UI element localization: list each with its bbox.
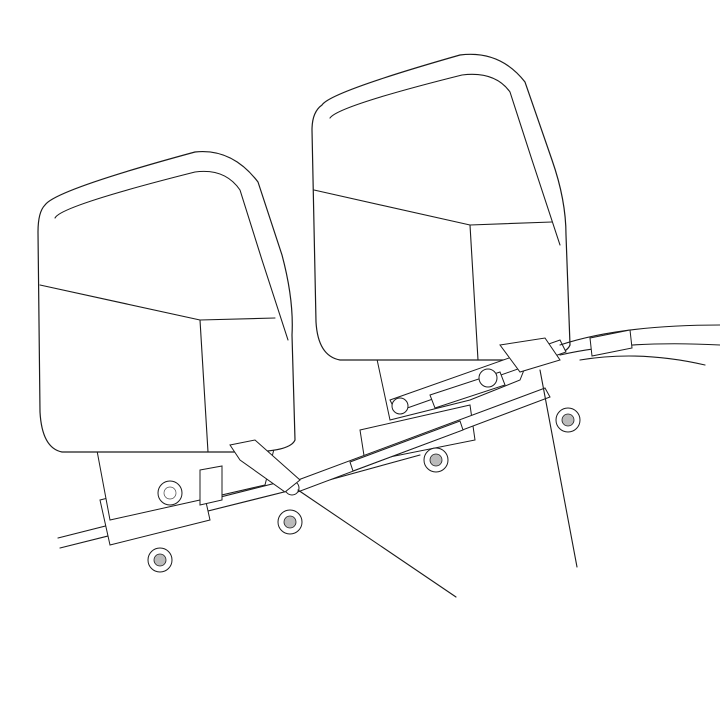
left-motor-midsection	[94, 439, 276, 521]
steering-cylinder	[389, 324, 720, 415]
nut	[147, 547, 173, 573]
left-motor-cowling	[37, 150, 296, 453]
nut	[423, 447, 449, 473]
mounting-nuts	[147, 407, 581, 573]
nut	[555, 407, 581, 433]
tie-bar	[229, 387, 551, 496]
nut	[277, 509, 303, 535]
leader-line-tie-bar-end	[297, 489, 457, 598]
leader-lines	[297, 369, 578, 598]
right-motor-cowling	[311, 53, 571, 361]
leader-line-cylinder-bracket	[539, 369, 578, 568]
